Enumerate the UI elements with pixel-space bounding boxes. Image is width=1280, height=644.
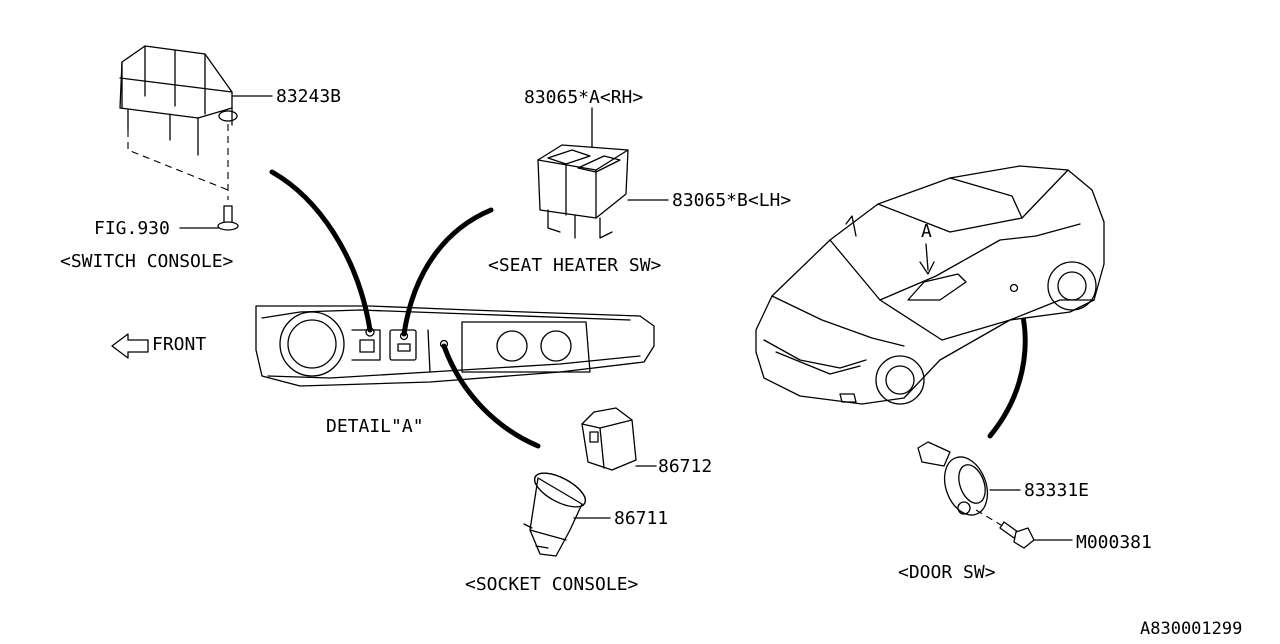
socket-console-caption: <SOCKET CONSOLE> xyxy=(465,574,639,595)
door-switch-part xyxy=(917,441,1021,516)
door-screw-part xyxy=(975,509,1073,549)
seat-heater-switch-part xyxy=(537,107,669,239)
switch-console-caption: <SWITCH CONSOLE> xyxy=(60,251,234,272)
part-number-83331e: 83331E xyxy=(1024,480,1090,501)
console-detail-part xyxy=(255,305,655,387)
socket-console-leader xyxy=(441,343,541,449)
switch-console-leader xyxy=(269,169,373,333)
detail-caption: DETAIL"A" xyxy=(326,416,424,437)
fig930-screw xyxy=(179,205,239,231)
front-label: FRONT xyxy=(152,334,207,355)
door-switch-caption: <DOOR SW> xyxy=(898,562,996,583)
seat-heater-caption: <SEAT HEATER SW> xyxy=(488,255,662,276)
detail-arrow-label: A xyxy=(921,221,932,242)
part-number-86712: 86712 xyxy=(658,456,713,477)
front-arrow-icon xyxy=(111,333,149,359)
diagram-id: A830001299 xyxy=(1140,619,1243,639)
part-number-83243b: 83243B xyxy=(276,86,342,107)
seat-heater-leader xyxy=(401,207,494,337)
socket-86712-part xyxy=(581,407,657,471)
part-number-83065a: 83065*A<RH> xyxy=(524,87,644,108)
switch-console-part xyxy=(119,45,273,200)
fig-reference: FIG.930 xyxy=(94,218,170,239)
car-illustration xyxy=(755,165,1105,405)
part-number-86711: 86711 xyxy=(614,508,669,529)
part-number-m000381: M000381 xyxy=(1076,532,1152,553)
socket-86711-part xyxy=(523,472,611,557)
part-number-83065b: 83065*B<LH> xyxy=(672,190,792,211)
